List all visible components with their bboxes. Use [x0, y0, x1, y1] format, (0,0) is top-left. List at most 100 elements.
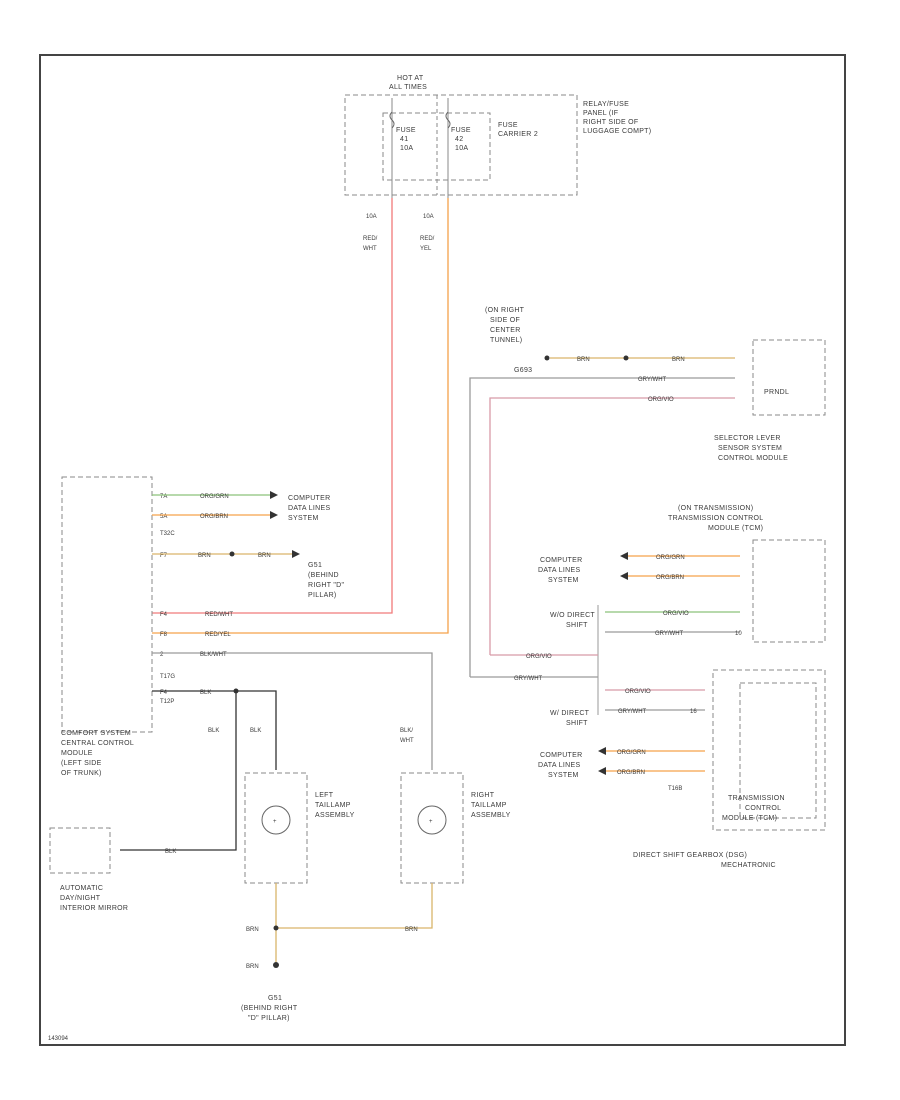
wire-b-amp: 10A: [423, 214, 434, 220]
relay-panel-1: RELAY/FUSE: [583, 101, 629, 108]
tcm-w2: ORG/BRN: [656, 575, 684, 581]
fuse-b-number: 42: [455, 136, 463, 143]
dsg-conn: T16B: [668, 786, 682, 792]
conn-t32c: T32C: [160, 531, 175, 537]
g51-2: (BEHIND: [308, 572, 339, 579]
figure-id: 143094: [48, 1036, 69, 1042]
wire-gry-wht: GRY/WHT: [638, 377, 667, 383]
tcm-cdl-3: SYSTEM: [548, 577, 579, 584]
pin-7: F4: [160, 690, 168, 696]
prndl-module-3: CONTROL MODULE: [718, 455, 788, 462]
fuse-a-number: 41: [400, 136, 408, 143]
g693-label-3: CENTER: [490, 327, 521, 334]
pin-4: F4: [160, 612, 168, 618]
tcm-cdl-2: DATA LINES: [538, 567, 580, 574]
cdl1-1: COMPUTER: [288, 495, 330, 502]
wire-brn-7: BRN: [246, 964, 259, 970]
fuse-carrier-1: FUSE: [498, 122, 518, 129]
g693-label-2: SIDE OF: [490, 317, 520, 324]
dsg-tcm-1: TRANSMISSION: [728, 795, 785, 802]
g51b-2: (BEHIND RIGHT: [241, 1005, 298, 1012]
prndl-module-1: SELECTOR LEVER: [714, 435, 781, 442]
right-lamp-2: TAILLAMP: [471, 802, 507, 809]
ground-icon: [544, 355, 550, 361]
left-lamp-2: TAILLAMP: [315, 802, 351, 809]
tcm-w4: GRY/WHT: [655, 631, 684, 637]
wire-blk-mirror: BLK: [165, 849, 176, 855]
splice-icon: [273, 925, 279, 931]
splice-icon: [623, 355, 629, 361]
tcm-w3: ORG/VIO: [663, 611, 689, 617]
fuse-icon: [445, 111, 451, 129]
arrow-icon: [598, 747, 606, 755]
dsg-w-org: ORG/VIO: [625, 689, 651, 695]
cdl1-3: SYSTEM: [288, 515, 319, 522]
wire-org-vio: ORG/VIO: [648, 397, 674, 403]
g51b-1: G51: [268, 995, 282, 1002]
splice-icon: [229, 551, 235, 557]
left-lamp-3: ASSEMBLY: [315, 812, 355, 819]
wire-brn-4: BRN: [258, 553, 271, 559]
wire-b-color-2: YEL: [420, 246, 432, 252]
pin-5: F8: [160, 632, 168, 638]
wire-blk-1: BLK: [200, 690, 211, 696]
dsg-caption-1: DIRECT SHIFT GEARBOX (DSG): [633, 852, 747, 859]
dsg-cdl-2: DATA LINES: [538, 762, 580, 769]
diagram-frame: [39, 54, 846, 1046]
mirror-label-3: INTERIOR MIRROR: [60, 905, 128, 912]
comfort-label-4: (LEFT SIDE: [61, 760, 102, 767]
direct1-1: W/O DIRECT: [550, 612, 595, 619]
g693-label-1: (ON RIGHT: [485, 307, 525, 314]
dsg-cdl-3: SYSTEM: [548, 772, 579, 779]
ground-icon: [273, 962, 279, 968]
left-lamp-1: LEFT: [315, 792, 334, 799]
right-lamp-3: ASSEMBLY: [471, 812, 511, 819]
tcm-w5: ORG/VIO: [526, 654, 552, 660]
fuse-panel: HOT AT ALL TIMES FUSE 41 10A FUSE 42 10A…: [344, 75, 651, 252]
wire-brn-3: BRN: [198, 553, 211, 559]
wire-red-wht: RED/WHT: [205, 612, 233, 618]
hot-label-2: ALL TIMES: [389, 84, 427, 91]
wire-a-color-1: RED/: [363, 236, 378, 242]
wire-blk-wht: BLK/WHT: [200, 652, 227, 658]
wire-blk-3: BLK: [250, 728, 261, 734]
wire-blk-wht-2: WHT: [400, 738, 414, 744]
g693-id: G693: [514, 367, 532, 374]
right-lamp-1: RIGHT: [471, 792, 495, 799]
fuse-b-amp: 10A: [455, 145, 468, 152]
lamp-x: +: [429, 819, 433, 825]
ground-icon: [292, 550, 300, 558]
g51-4: PILLAR): [308, 592, 337, 599]
wire-a-amp: 10A: [366, 214, 377, 220]
wire-brn-5: BRN: [246, 927, 259, 933]
prndl-label: PRNDL: [764, 389, 789, 396]
pin-1: 7A: [160, 494, 167, 500]
relay-panel-2: PANEL (IF: [583, 110, 618, 117]
comfort-label-2: CENTRAL CONTROL: [61, 740, 134, 747]
pin-2: 5A: [160, 514, 167, 520]
comfort-label-3: MODULE: [61, 750, 93, 757]
g51-1: G51: [308, 562, 322, 569]
lamp-x: +: [273, 819, 277, 825]
tcm-w6: GRY/WHT: [514, 676, 543, 682]
hot-label-1: HOT AT: [397, 75, 424, 82]
dsg-w2: ORG/BRN: [617, 770, 645, 776]
conn-t17g: T17G: [160, 674, 175, 680]
prndl-section: (ON RIGHT SIDE OF CENTER TUNNEL) G693 BR…: [469, 307, 826, 677]
fuse-b-label: FUSE: [451, 127, 471, 134]
arrow-icon: [270, 491, 278, 499]
tcm-cdl-1: COMPUTER: [540, 557, 582, 564]
dsg-tcm-2: CONTROL: [745, 805, 781, 812]
mirror-label-1: AUTOMATIC: [60, 885, 103, 892]
relay-panel-3: RIGHT SIDE OF: [583, 119, 639, 126]
pin-6: 2: [160, 652, 164, 658]
cdl1-2: DATA LINES: [288, 505, 330, 512]
wire-brn-2: BRN: [672, 357, 685, 363]
fuse-carrier-2: CARRIER 2: [498, 131, 538, 138]
arrow-icon: [620, 552, 628, 560]
relay-panel-4: LUGGAGE COMPT): [583, 128, 651, 135]
fuse-icon: [389, 111, 395, 129]
tcm-label-3: MODULE (TCM): [708, 525, 763, 532]
wire-org-grn: ORG/GRN: [200, 494, 229, 500]
mirror: BLK AUTOMATIC DAY/NIGHT INTERIOR MIRROR: [49, 827, 176, 912]
